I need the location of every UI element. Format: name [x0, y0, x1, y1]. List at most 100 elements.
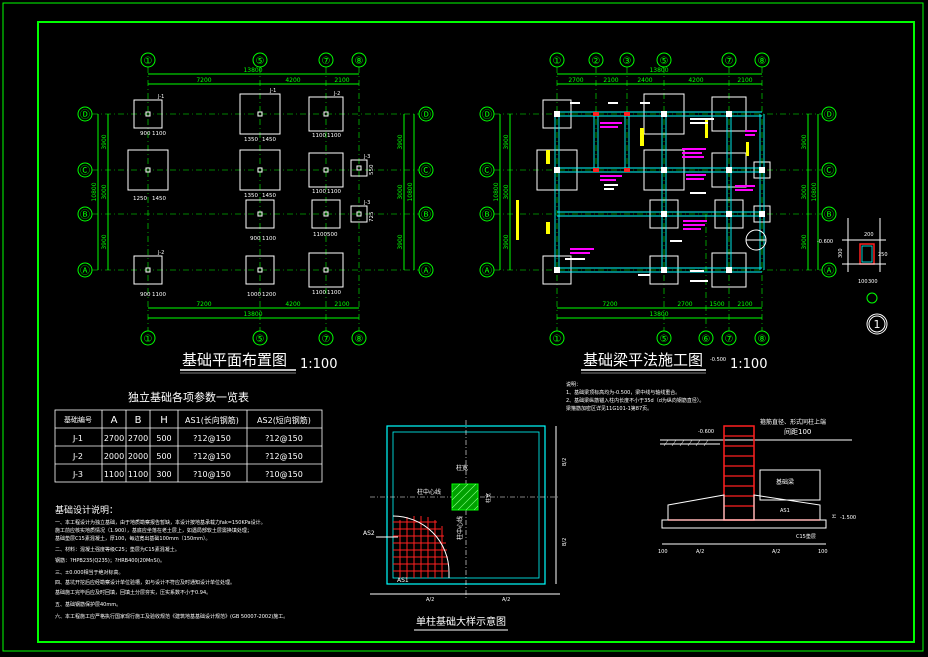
- table-cell: ?10@150: [265, 470, 303, 479]
- beam-dims: 13800 2700 2100 2400 4200 2100 7200 2700…: [493, 67, 819, 319]
- axis-label: ⑦: [322, 56, 331, 67]
- dim-text: 2100: [334, 77, 349, 84]
- dim-text: 1350: [244, 193, 258, 199]
- dim-text: 3000: [397, 184, 404, 199]
- dim-text: 200: [864, 232, 874, 238]
- note-line: 施工前应核实地质情况（1.900），基底应坐落在老土层上，如遇局部软土层需换填处…: [55, 527, 252, 534]
- foundation-plan: ① ⑤ ⑦ ⑧ ① ⑤ ⑦ ⑧ Ⓓ Ⓒ Ⓑ Ⓐ Ⓓ Ⓒ Ⓑ Ⓐ: [77, 52, 434, 374]
- footing-pad[interactable]: [308, 152, 344, 188]
- dim-text: 7200: [196, 301, 211, 308]
- dim-text: 550: [369, 164, 375, 175]
- footing-pad[interactable]: [308, 252, 344, 288]
- beam-axis-top: ① ② ③ ⑤ ⑦ ⑧: [549, 52, 770, 68]
- footing-pad[interactable]: [239, 149, 281, 191]
- design-notes: 基础设计说明： 一、本工程设计为独立基础，由于地质勘察报告暂缺，本设计按地基承载…: [55, 504, 288, 620]
- dim-text: 3900: [397, 134, 404, 149]
- dim-text: 2400: [637, 77, 652, 84]
- footing-pad[interactable]: [350, 205, 368, 223]
- table-cell: 2700: [104, 434, 124, 443]
- dim-text: 1500: [709, 301, 724, 308]
- plan-axis-bottom: ① ⑤ ⑦ ⑧: [140, 330, 367, 346]
- axis-label: Ⓓ: [80, 109, 90, 121]
- dim-text: 3900: [397, 234, 404, 249]
- dim-text: 10800: [91, 182, 98, 201]
- dim-text: 300: [868, 279, 878, 285]
- note-line: 钢筋：?HPB235(Q235)；?HRB400(20MnSi)。: [55, 557, 165, 564]
- axis-label: Ⓑ: [80, 209, 90, 221]
- axis-label: ①: [553, 334, 562, 345]
- dim-text: 2100: [334, 301, 349, 308]
- table-header: AS1(长向钢筋): [185, 415, 239, 425]
- footing-detail: 柱宽 柱中心线 柱中心线 柱宽 AS2 AS1 A/2 A/2 B/2 B/2 …: [363, 420, 568, 631]
- dim-text: 7200: [196, 77, 211, 84]
- beam-axis-bottom: ① ⑤ ⑥ ⑦ ⑧: [549, 330, 770, 346]
- detail-label: 柱宽: [456, 464, 468, 472]
- detail-number: 1: [874, 318, 881, 331]
- axis-label: ⑦: [322, 334, 331, 345]
- axis-label: ⑤: [660, 334, 669, 345]
- elev-text: -0.600: [817, 239, 833, 245]
- footing-pad[interactable]: [350, 159, 368, 177]
- table-cell: 300: [156, 470, 171, 479]
- dim-text: 1100: [312, 189, 326, 195]
- dim-text: 3000: [101, 184, 108, 199]
- footing-pad[interactable]: [133, 99, 163, 129]
- footing-pad[interactable]: [245, 255, 275, 285]
- table-cell: J-2: [72, 452, 83, 461]
- footing-pad[interactable]: [311, 199, 341, 229]
- table-cell: 1100: [128, 470, 148, 479]
- dim-text: 1100: [152, 131, 166, 137]
- dim-text: 2700: [677, 301, 692, 308]
- beam-annotations: [516, 102, 767, 282]
- axis-label: ①: [144, 334, 153, 345]
- dim-text: 3900: [801, 234, 808, 249]
- dim-text: 900: [140, 292, 151, 298]
- beam-axis-side: Ⓓ Ⓒ Ⓑ Ⓐ Ⓓ Ⓒ Ⓑ Ⓐ: [479, 106, 837, 278]
- footing-pad[interactable]: [127, 149, 169, 191]
- table-cell: 2000: [104, 452, 124, 461]
- dim-text: 900: [140, 131, 151, 137]
- dim-text: 1450: [262, 193, 276, 199]
- table-cell: ?12@150: [193, 452, 231, 461]
- footing-pad[interactable]: [133, 255, 163, 285]
- dim-text: 1100: [327, 189, 341, 195]
- dim-text: 7200: [602, 301, 617, 308]
- footings: [127, 93, 368, 288]
- dim-text: 3000: [503, 184, 510, 199]
- dim-text: A/2: [696, 549, 704, 555]
- footing-pad[interactable]: [245, 199, 275, 229]
- footing-pad[interactable]: [239, 93, 281, 135]
- dim-text: 1100: [327, 290, 341, 296]
- dim-text: 10800: [493, 182, 500, 201]
- note-line: 基础施工完毕后应及时回填，回填土分层夯实，压实系数不小于0.94。: [55, 589, 211, 596]
- axis-label: Ⓐ: [482, 265, 492, 277]
- dim-text: 300: [838, 248, 844, 258]
- note-line: 一、本工程设计为独立基础，由于地质勘察报告暂缺，本设计按地基承载力fak=150…: [55, 519, 266, 526]
- note-line: 二、材料：混凝土强度等级C25；垫层为C15素混凝土。: [55, 546, 180, 553]
- dim-text: 3900: [503, 134, 510, 149]
- table-cell: 1100: [104, 470, 124, 479]
- table-cell: 500: [156, 434, 171, 443]
- table-header: H: [160, 415, 168, 426]
- dim-text: 2100: [737, 301, 752, 308]
- section-label: 箍筋直径、形式同柱上端: [760, 418, 826, 426]
- dim-text: 13800: [649, 311, 668, 318]
- axis-label: Ⓓ: [824, 109, 834, 121]
- table-cell: ?12@150: [265, 434, 303, 443]
- note-line: 说明：: [566, 381, 581, 388]
- note-line: 五、基础钢筋保护层40mm。: [55, 601, 121, 608]
- footing-pad[interactable]: [308, 96, 344, 132]
- inner-frame: [37, 21, 915, 643]
- footing-dims: 900 1100 1250 1450 900 1100 1350 1450 13…: [133, 131, 375, 298]
- table-cell: 2700: [128, 434, 148, 443]
- detail-label: 柱中心线: [417, 488, 441, 496]
- axis-label: ⑧: [758, 56, 767, 67]
- dim-text: 10800: [811, 182, 818, 201]
- plan-axis-side: Ⓓ Ⓒ Ⓑ Ⓐ Ⓓ Ⓒ Ⓑ Ⓐ: [77, 106, 434, 278]
- axis-label: Ⓐ: [824, 265, 834, 277]
- axis-label: ②: [592, 56, 601, 67]
- elev-text: -1.500: [840, 515, 856, 521]
- columns: [554, 111, 765, 273]
- dim-text: 1100: [152, 292, 166, 298]
